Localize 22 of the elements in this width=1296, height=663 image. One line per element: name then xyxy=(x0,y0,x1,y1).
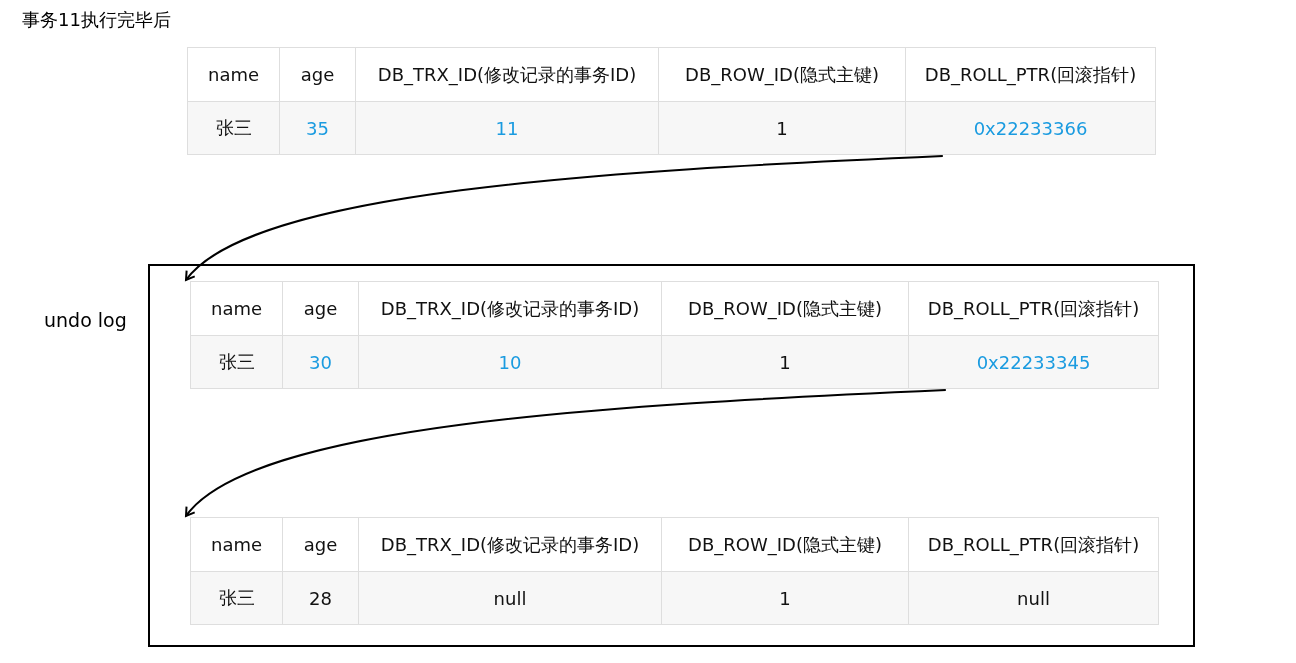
data-table xyxy=(187,47,1156,155)
cell-value: 1 xyxy=(659,102,906,155)
cell-value: 1 xyxy=(662,572,909,625)
data-table xyxy=(190,517,1159,625)
cell-value: 1 xyxy=(662,336,909,389)
cell-value: 张三 xyxy=(188,102,280,155)
group-label: undo log xyxy=(44,309,127,331)
cell-value: 28 xyxy=(283,572,359,625)
curved-arrow xyxy=(185,389,947,517)
cell-value: 0x22233366 xyxy=(906,102,1156,155)
cell-value: 30 xyxy=(283,336,359,389)
cell-value: 张三 xyxy=(191,572,283,625)
cell-value: 35 xyxy=(280,102,356,155)
cell-value: null xyxy=(359,572,662,625)
cell-value: 张三 xyxy=(191,336,283,389)
cell-value: null xyxy=(909,572,1159,625)
cell-value: 10 xyxy=(359,336,662,389)
cell-value: 0x22233345 xyxy=(909,336,1159,389)
cell-value: 11 xyxy=(356,102,659,155)
data-table xyxy=(190,281,1159,389)
curved-arrow xyxy=(185,155,944,281)
title: 事务11执行完毕后 xyxy=(22,8,171,32)
